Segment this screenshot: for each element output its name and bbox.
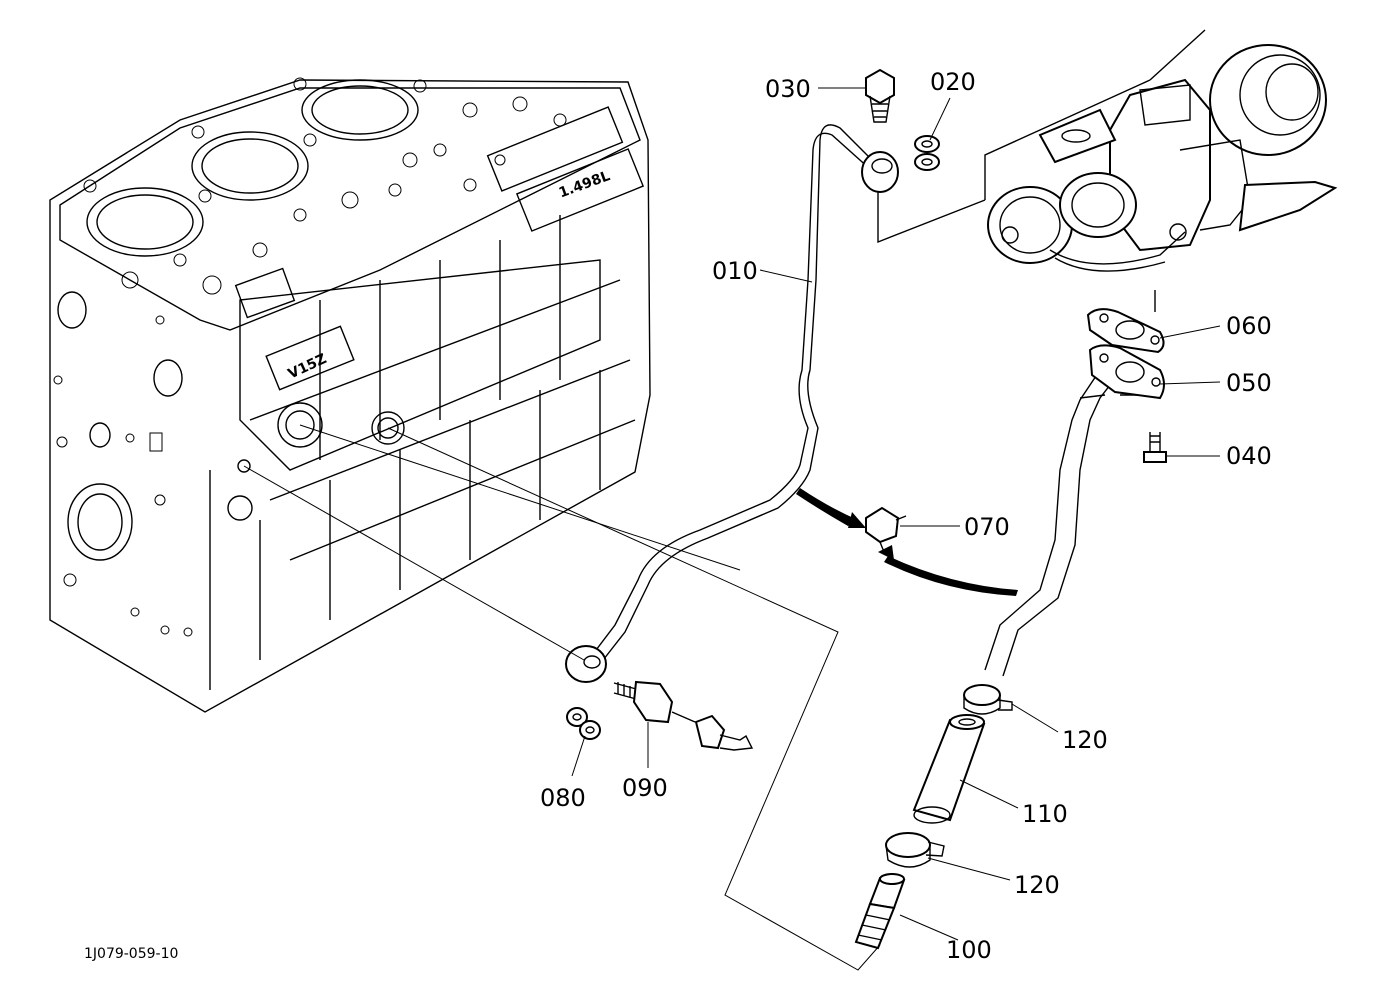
oil-feed-pipe bbox=[565, 124, 986, 683]
hose-clamp-120-lower bbox=[885, 832, 945, 868]
callout-010[interactable]: 010 bbox=[712, 257, 758, 285]
callout-050[interactable]: 060 bbox=[1226, 312, 1272, 340]
flange-bolt-060 bbox=[1143, 432, 1167, 463]
block-ribs bbox=[209, 106, 645, 690]
turbocharger bbox=[984, 29, 1338, 272]
callout-080[interactable]: 080 bbox=[540, 784, 586, 812]
front-face-holes bbox=[53, 291, 193, 637]
callout-030[interactable]: 030 bbox=[765, 75, 811, 103]
engine-block: V15Z 1.498L bbox=[49, 77, 651, 713]
hose-110 bbox=[912, 714, 986, 824]
return-pipe bbox=[984, 290, 1165, 677]
eye-bolt-030 bbox=[865, 68, 895, 123]
hose-clamp-120-upper bbox=[963, 684, 1013, 715]
gasket-020 bbox=[914, 135, 940, 171]
callout-020[interactable]: 020 bbox=[930, 68, 976, 96]
callout-120-lower[interactable]: 120 bbox=[1014, 871, 1060, 899]
clamp-070 bbox=[796, 488, 1018, 596]
block-displacement-marking: 1.498L bbox=[557, 168, 613, 201]
figure-number: 1J079-059-10 bbox=[84, 946, 178, 962]
callout-070[interactable]: 070 bbox=[964, 513, 1010, 541]
pipe-joint-100 bbox=[854, 873, 906, 950]
callout-120-upper[interactable]: 120 bbox=[1062, 726, 1108, 754]
callout-100[interactable]: 100 bbox=[946, 936, 992, 964]
deck-holes bbox=[83, 77, 567, 295]
adapter-090 bbox=[613, 680, 754, 751]
callout-060[interactable]: 040 bbox=[1226, 442, 1272, 470]
callout-040[interactable]: 050 bbox=[1226, 369, 1272, 397]
callout-110[interactable]: 110 bbox=[1022, 800, 1068, 828]
callout-090[interactable]: 090 bbox=[622, 774, 668, 802]
gasket-080 bbox=[566, 707, 601, 740]
leader-lines bbox=[243, 87, 1221, 971]
